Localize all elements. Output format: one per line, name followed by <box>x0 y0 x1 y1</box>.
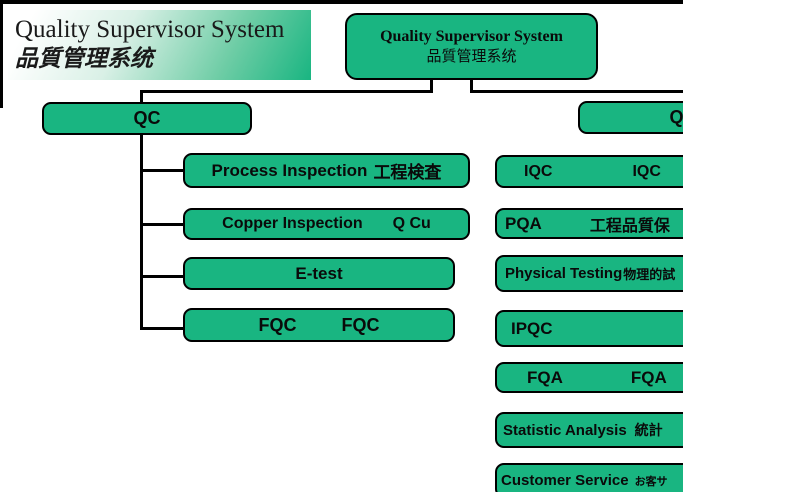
node-e-test: E-test <box>183 257 455 290</box>
node-label-cjk: 統計 <box>634 422 663 438</box>
node-label: Customer Service <box>501 472 629 489</box>
frame-top-line <box>0 0 683 4</box>
connector-root-stub-left <box>430 80 433 93</box>
node-label: FQA <box>527 367 563 387</box>
node-label: Process Inspection <box>211 160 368 180</box>
node-label: IPQC <box>511 318 553 338</box>
node-label: Statistic Analysis <box>503 421 627 439</box>
node-copper-inspection: Copper Inspection Q Cu <box>183 208 470 240</box>
root-node: Quality Supervisor System 品質管理系统 <box>345 13 598 80</box>
node-label: PQA <box>505 213 542 233</box>
node-fqc: FQC FQC <box>183 308 455 342</box>
node-process-inspection: Process Inspection 工程検査 <box>183 153 470 188</box>
node-label-cjk: 工程品質保 <box>589 217 670 235</box>
node-label-cjk: お客サ <box>634 475 668 488</box>
connector-stub-fqc <box>140 327 186 330</box>
connector-stub-process <box>140 169 186 172</box>
node-label: IQC <box>524 162 553 180</box>
right-cut-whitespace <box>683 0 800 492</box>
connector-stub-copper <box>140 223 186 226</box>
node-label-cjk: 工程検査 <box>373 163 442 182</box>
node-label-alt: IQC <box>632 162 661 180</box>
node-label-alt: FQA <box>630 367 667 387</box>
root-node-title: Quality Supervisor System <box>380 28 563 45</box>
node-label: FQC <box>258 314 297 335</box>
connector-root-stub-right <box>470 80 473 93</box>
connector-stub-etest <box>140 275 186 278</box>
banner-title: Quality Supervisor System <box>15 16 285 43</box>
connector-horizontal-left <box>140 90 433 93</box>
root-node-subtitle: 品質管理系统 <box>426 48 517 65</box>
banner-subtitle: 品質管理系统 <box>15 46 153 71</box>
qc-parent-node: QC <box>42 102 252 135</box>
node-label-alt: FQC <box>341 314 380 335</box>
node-label: E-test <box>295 263 343 283</box>
node-label-cjk: 物理的試 <box>623 267 676 282</box>
frame-left-line <box>0 0 3 108</box>
node-label-alt: Q Cu <box>392 215 431 232</box>
title-banner: Quality Supervisor System 品質管理系统 <box>8 10 311 80</box>
node-label: Copper Inspection <box>222 215 363 232</box>
node-label: Physical Testing <box>505 265 623 282</box>
connector-horizontal-right <box>470 90 683 93</box>
connector-qc-trunk <box>140 90 143 330</box>
